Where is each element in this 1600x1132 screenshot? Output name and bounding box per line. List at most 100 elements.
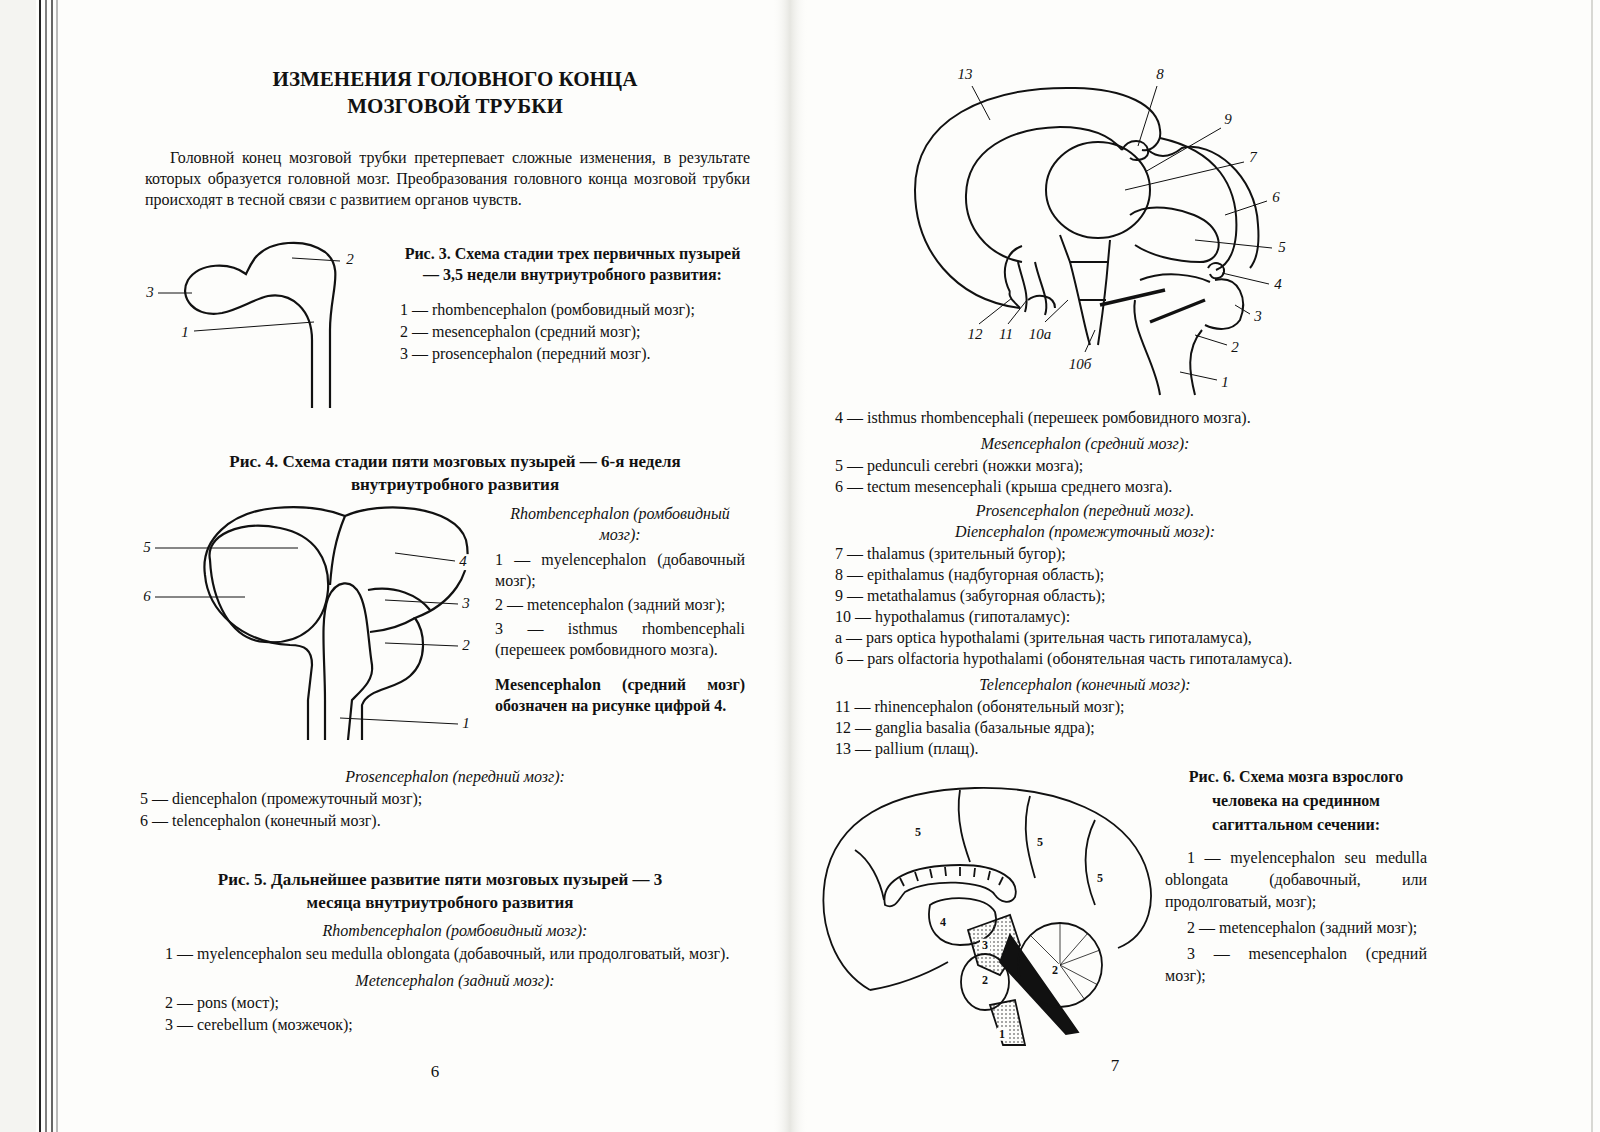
callout-number-wrap: 2: [344, 252, 356, 268]
legend-line: 10 — hypothalamus (гипоталамус):: [835, 606, 1070, 627]
section-heading-wrap: Diencephalon (промежуточный мозг):: [835, 521, 1335, 542]
page-number-wrap: 7: [1109, 1057, 1122, 1075]
legend-line: 11 — rhinencephalon (обонятельный мозг);: [835, 696, 1124, 717]
fig5-drawing: [1060, 235, 1110, 262]
fig5-drawing: [966, 127, 1122, 262]
callout-number-wrap: 1: [179, 325, 191, 341]
leader-line: [972, 86, 1272, 380]
fig5-drawing: [1028, 296, 1055, 308]
fig6-drawing: [959, 790, 970, 862]
leader-line: [1145, 128, 1221, 172]
section-heading-wrap: Metencephalon (задний мозг):: [140, 970, 770, 991]
page-title-wrap: ИЗМЕНЕНИЯ ГОЛОВНОГО КОНЦА МОЗГОВОЙ ТРУБК…: [235, 66, 675, 120]
figure-caption: Рис. 3. Схема стадии трех первичных пузы…: [400, 243, 745, 285]
section-heading: Prosencephalon (передний мозг).: [835, 500, 1335, 521]
fig5-drawing: [1190, 330, 1202, 395]
figure-caption-wrap: Рис. 5. Дальнейшее развитие пяти мозговы…: [200, 868, 680, 914]
callout-number-wrap: 5: [141, 540, 153, 556]
fig5-drawing: [1018, 262, 1027, 312]
callout-number: 2: [344, 252, 356, 268]
legend-line: 3 — mesencephalon (средний мозг);: [1165, 943, 1427, 987]
callout-number-wrap: 2: [980, 974, 990, 987]
figure-caption: Рис. 4. Схема стадии пяти мозговых пузыр…: [225, 450, 685, 496]
legend-line-wrap: б — pars olfactoria hypothalami (обоняте…: [835, 648, 1292, 669]
figure-caption: Рис. 5. Дальнейшее развитие пяти мозговы…: [200, 868, 680, 914]
book-edge: [45, 0, 47, 1132]
callout-number-wrap: 10а: [1027, 327, 1054, 343]
callout-number-wrap: 1: [460, 716, 472, 732]
callout-number-wrap: 6: [141, 589, 153, 605]
fig6-drawing: [855, 850, 884, 900]
fig3-drawing: [185, 243, 335, 408]
body-text-wrap: Головной конец мозговой трубки претерпев…: [145, 147, 750, 210]
callout-number: 13: [956, 67, 975, 83]
legend-line: 1 — myelencephalon (добавочный мозг);: [495, 549, 745, 591]
legend-line-wrap: 3 — mesencephalon (средний мозг);: [1165, 943, 1427, 987]
legend-line: 2 — metencephalon (задний мозг);: [1165, 917, 1427, 939]
book-edge: [0, 0, 36, 1132]
legend-line-wrap: 1 — myelencephalon seu medulla oblongata…: [1165, 847, 1427, 913]
fig5-drawing: [1122, 141, 1148, 160]
legend-line-wrap: 12 — ganglia basalia (базальные ядра);: [835, 717, 1095, 738]
callout-number-wrap: 5: [1035, 836, 1045, 849]
book-edge: [1591, 0, 1593, 1132]
book-edge: [51, 0, 53, 1132]
legend-line-wrap: 3 — cerebellum (мозжечок);: [165, 1014, 353, 1035]
leader-line: [1085, 330, 1095, 352]
section-heading: Rhombencephalon (ромбовидный мозг):: [495, 503, 745, 545]
section-heading: Prosencephalon (передний мозг):: [140, 766, 770, 787]
legend-line-wrap: 2 — mesencephalon (средний мозг);: [400, 321, 641, 342]
section-heading: Diencephalon (промежуточный мозг):: [835, 521, 1335, 542]
fig5-drawing: [1208, 263, 1224, 278]
leader-line: [155, 548, 298, 549]
legend-line: 4 — isthmus rhombencephali (перешеек ром…: [835, 407, 1251, 428]
fig5-drawing: [1046, 142, 1150, 238]
fig6-drawing: [990, 1000, 1025, 1045]
legend-line-wrap: 9 — metathalamus (забугорная область);: [835, 585, 1105, 606]
leader-line: [1138, 86, 1157, 146]
fig4-drawing: [204, 507, 467, 740]
callout-number: 2: [1229, 340, 1241, 356]
callout-number: 5: [1095, 872, 1105, 885]
callout-number-wrap: 7: [1247, 150, 1259, 166]
legend-line-wrap: 11 — rhinencephalon (обонятельный мозг);: [835, 696, 1124, 717]
fig5-drawing: [1160, 138, 1236, 270]
callout-number: 1: [179, 325, 191, 341]
legend-line: 13 — pallium (плащ).: [835, 738, 979, 759]
section-heading-wrap: Prosencephalon (передний мозг).: [835, 500, 1335, 521]
figure-caption-wrap: Рис. 4. Схема стадии пяти мозговых пузыр…: [225, 450, 685, 496]
fig4-drawing: [205, 575, 312, 740]
fig5-drawing: [1130, 208, 1219, 262]
legend-line: 8 — epithalamus (надбугорная область);: [835, 564, 1104, 585]
callout-number-wrap: 10б: [1067, 357, 1094, 373]
callout-number-wrap: 2: [1229, 340, 1241, 356]
leader-line: [1195, 240, 1272, 248]
legend-line-wrap: 2 — metencephalon (задний мозг);: [495, 594, 745, 615]
fig5-drawing: [1100, 290, 1165, 305]
figure-caption-wrap: Рис. 6. Схема мозга взрослого человека н…: [1165, 765, 1427, 837]
book-edge: [57, 0, 58, 1132]
fig5-drawing: [1140, 274, 1210, 282]
section-heading-wrap: Mesencephalon (средний мозг):: [835, 433, 1335, 454]
fig5-drawing: [1134, 300, 1160, 395]
fig6-drawing: [900, 867, 1003, 886]
leader-line: [292, 258, 340, 261]
callout-number: 5: [141, 540, 153, 556]
fig5-drawing: [1080, 299, 1106, 301]
section-heading-wrap: Prosencephalon (передний мозг):: [140, 766, 770, 787]
callout-number: 10б: [1067, 357, 1094, 373]
leader-line: [194, 322, 314, 331]
leader-line: [972, 86, 990, 120]
fig6-drawing: [823, 788, 1151, 1045]
callout-number: 6: [141, 589, 153, 605]
callout-number: 12: [966, 327, 985, 343]
callout-number-wrap: 4: [457, 554, 469, 570]
book-edge: [772, 0, 808, 1132]
note-text: Mesencephalon (средний мозг) обозначен н…: [495, 674, 745, 716]
callout-number-wrap: 2: [460, 638, 472, 654]
leader-line: [158, 258, 340, 331]
legend-line-wrap: 1 — myelencephalon seu medulla oblongata…: [140, 943, 745, 964]
fig6-drawing: [870, 962, 948, 990]
